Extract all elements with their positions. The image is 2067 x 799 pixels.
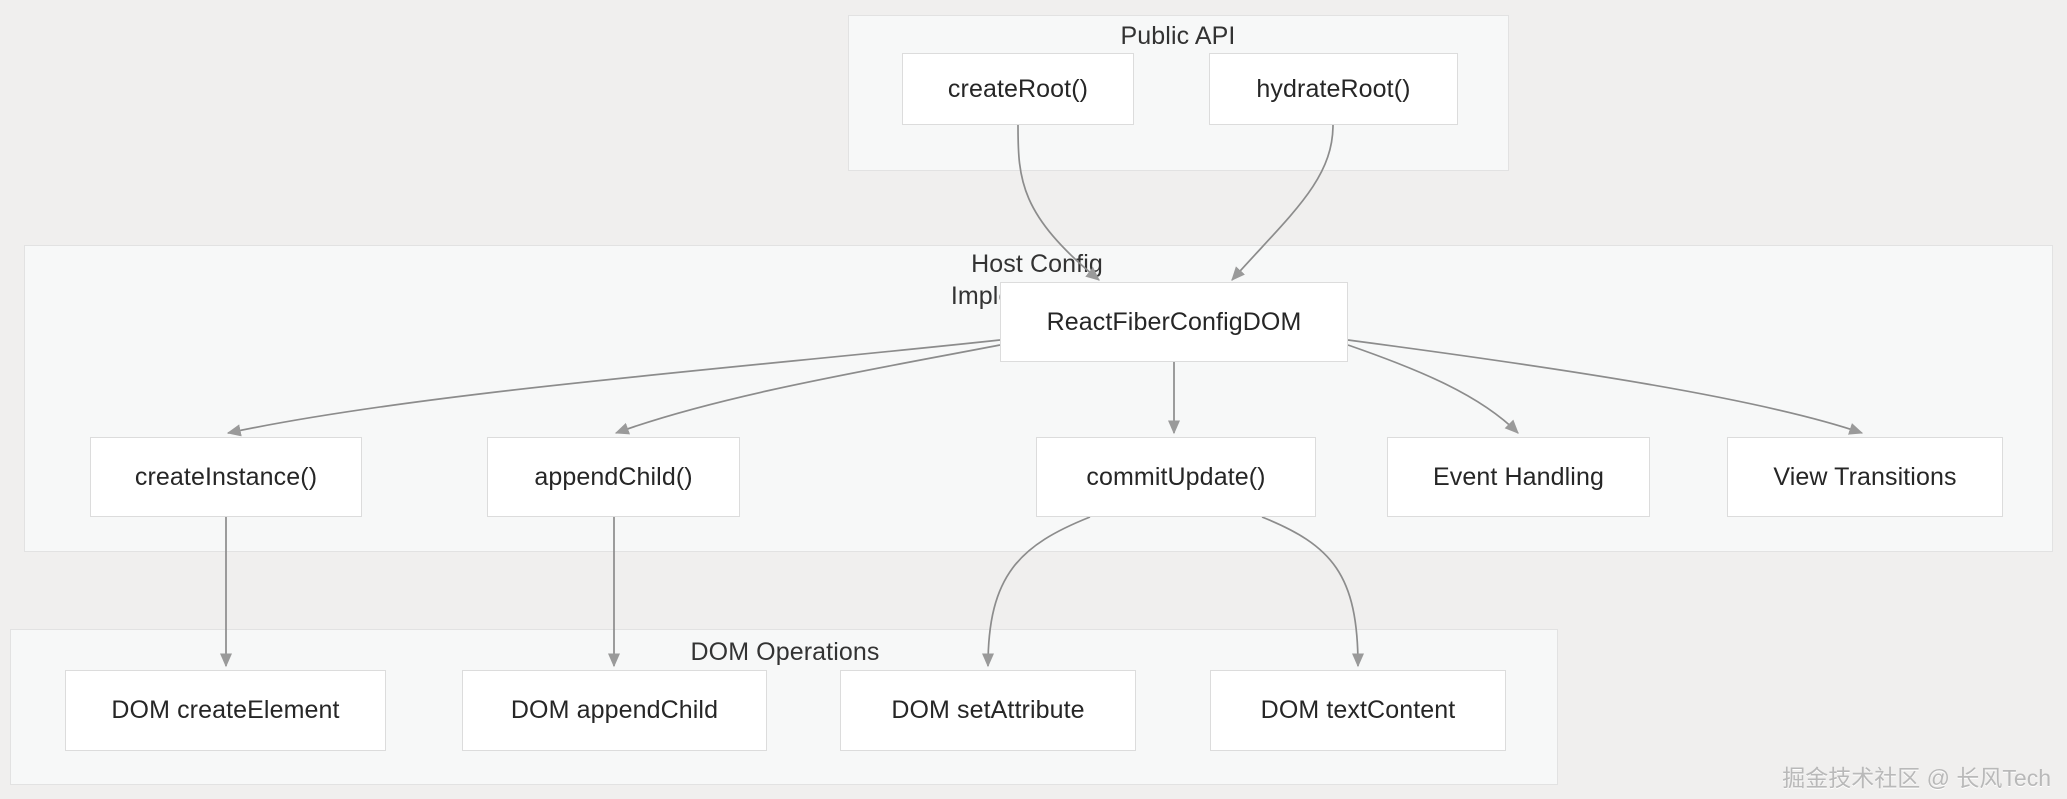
watermark: 掘金技术社区 @ 长风Tech [1782, 765, 2051, 791]
node-commit-update[interactable]: commitUpdate() [1036, 437, 1316, 517]
node-dom-text-content[interactable]: DOM textContent [1210, 670, 1506, 751]
node-dom-append-child[interactable]: DOM appendChild [462, 670, 767, 751]
node-event-handling[interactable]: Event Handling [1387, 437, 1650, 517]
node-create-root[interactable]: createRoot() [902, 53, 1134, 125]
cluster-label-dom-operations: DOM Operations [690, 638, 880, 666]
cluster-label-public-api: Public API [1120, 22, 1236, 50]
node-view-transitions[interactable]: View Transitions [1727, 437, 2003, 517]
node-create-instance[interactable]: createInstance() [90, 437, 362, 517]
node-dom-create-element[interactable]: DOM createElement [65, 670, 386, 751]
node-hydrate-root[interactable]: hydrateRoot() [1209, 53, 1458, 125]
node-react-fiber-config-dom[interactable]: ReactFiberConfigDOM [1000, 282, 1348, 362]
node-append-child[interactable]: appendChild() [487, 437, 740, 517]
node-dom-set-attribute[interactable]: DOM setAttribute [840, 670, 1136, 751]
